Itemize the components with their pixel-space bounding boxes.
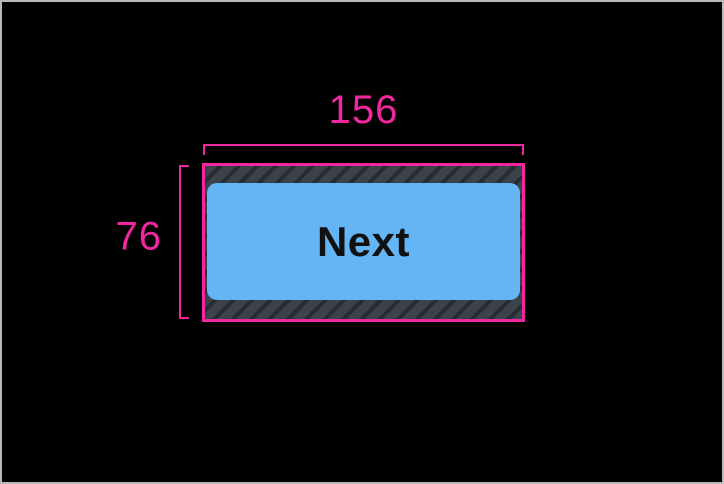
width-measurement-bracket — [203, 144, 524, 155]
next-button[interactable]: Next — [207, 183, 520, 300]
widget-bounds-overlay: Next — [202, 163, 525, 322]
width-dimension-label: 156 — [328, 88, 399, 132]
height-measurement-bracket — [179, 165, 189, 319]
height-dimension-label: 76 — [115, 214, 162, 259]
